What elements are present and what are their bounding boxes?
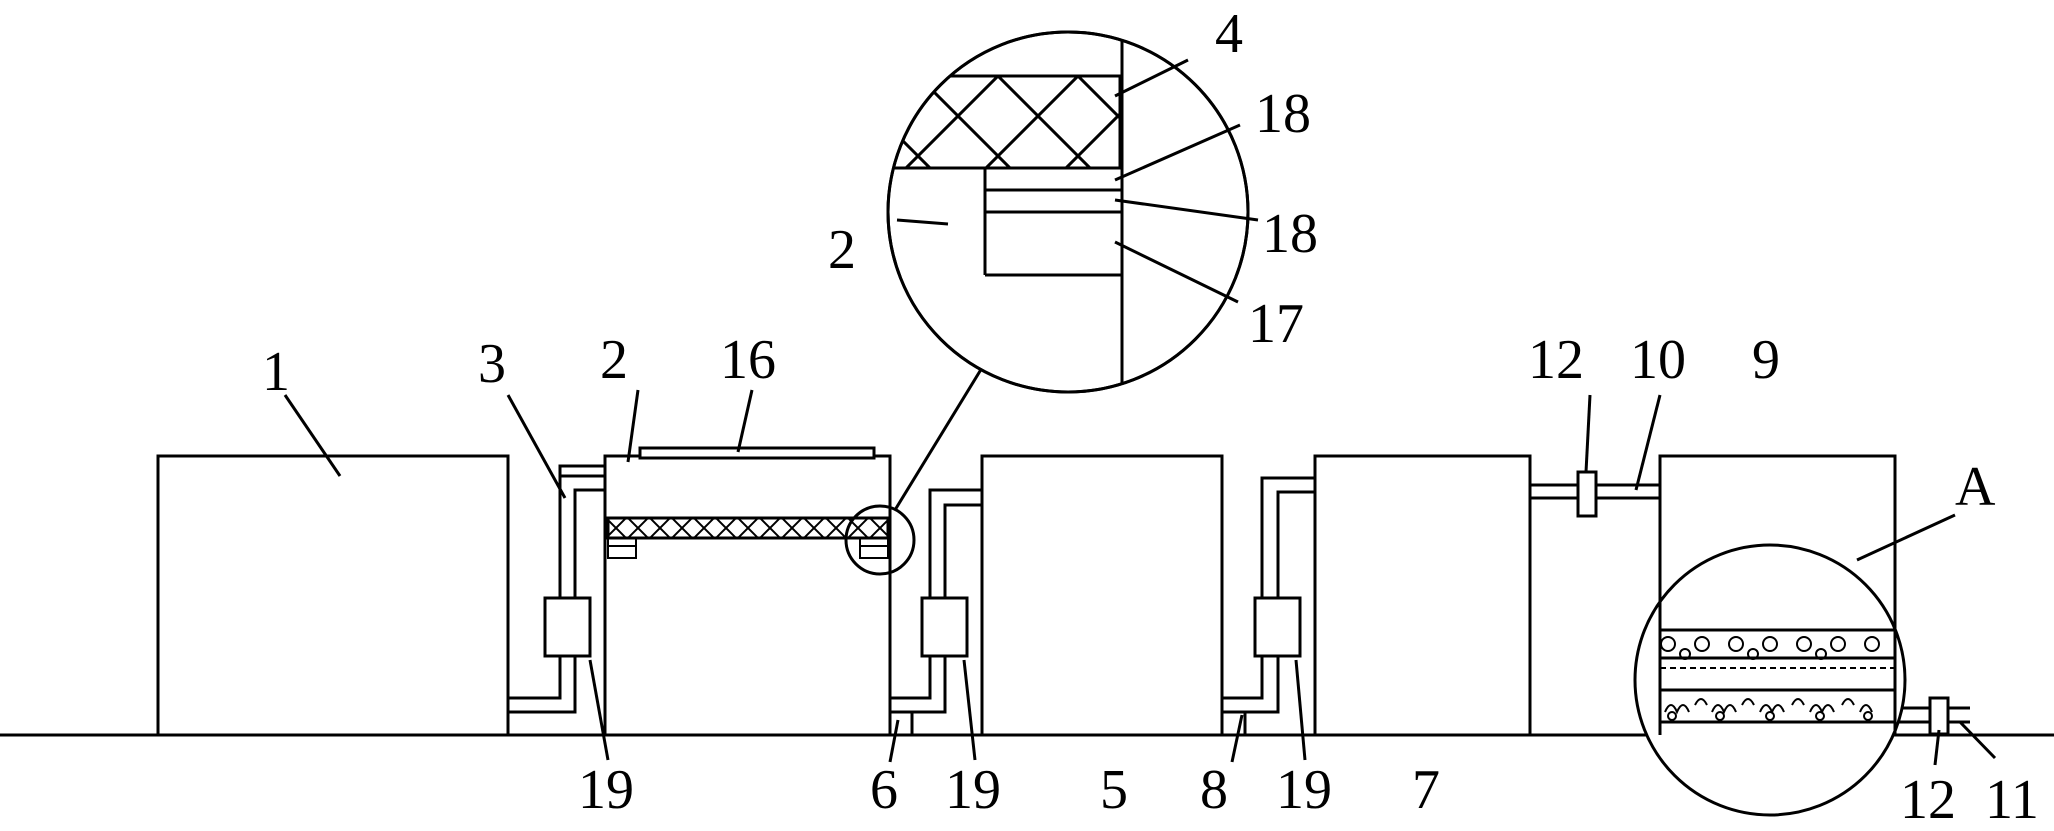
label-3: 3 [478, 333, 506, 395]
pipe-3-outlet [558, 464, 605, 476]
detail-circle-enlarged [886, 30, 1250, 394]
filter-mesh-4 [606, 516, 890, 540]
label-4-detail: 4 [1215, 3, 1243, 65]
label-12-bottom: 12 [1900, 769, 1956, 831]
valve-12-bottom [1928, 696, 1950, 736]
label-10: 10 [1630, 329, 1686, 391]
label-19-b: 19 [945, 759, 1001, 821]
pipe-3 [508, 474, 605, 700]
label-19-c: 19 [1276, 759, 1332, 821]
label-8: 8 [1200, 759, 1228, 821]
label-18-lower: 18 [1262, 203, 1318, 265]
label-7: 7 [1412, 759, 1440, 821]
label-19-a: 19 [578, 759, 634, 821]
label-2-main: 2 [600, 329, 628, 391]
pipe-8 [1222, 476, 1315, 700]
sludge-layer [1664, 698, 1873, 721]
detail-leader-line [893, 357, 990, 511]
support-bracket-right [859, 537, 889, 559]
leader-lines [283, 58, 1997, 766]
support-bracket-left [607, 537, 637, 559]
pump-19-c [1253, 596, 1302, 658]
detail-marker-circle [844, 504, 916, 576]
label-A: A [1955, 456, 1996, 518]
pipe-6 [890, 488, 982, 700]
tank-1 [156, 454, 510, 737]
label-12-top: 12 [1528, 329, 1584, 391]
label-2-detail: 2 [828, 219, 856, 281]
tank-5 [980, 454, 1224, 735]
detail-circle-A [1633, 543, 1907, 817]
gravel-layer [1660, 636, 1880, 660]
label-6: 6 [870, 759, 898, 821]
label-11: 11 [1985, 769, 2039, 831]
valve-12-top [1576, 470, 1598, 518]
lid-16 [638, 446, 876, 460]
tank-9 [1658, 454, 1897, 735]
label-5: 5 [1100, 759, 1128, 821]
label-17: 17 [1248, 293, 1304, 355]
tank-2 [603, 454, 892, 735]
pump-19-b [920, 596, 969, 658]
tank-7 [1313, 454, 1532, 735]
pump-19-a [543, 596, 592, 658]
label-1: 1 [262, 341, 290, 403]
label-9: 9 [1752, 329, 1780, 391]
label-18-upper: 18 [1255, 83, 1311, 145]
label-16: 16 [720, 329, 776, 391]
